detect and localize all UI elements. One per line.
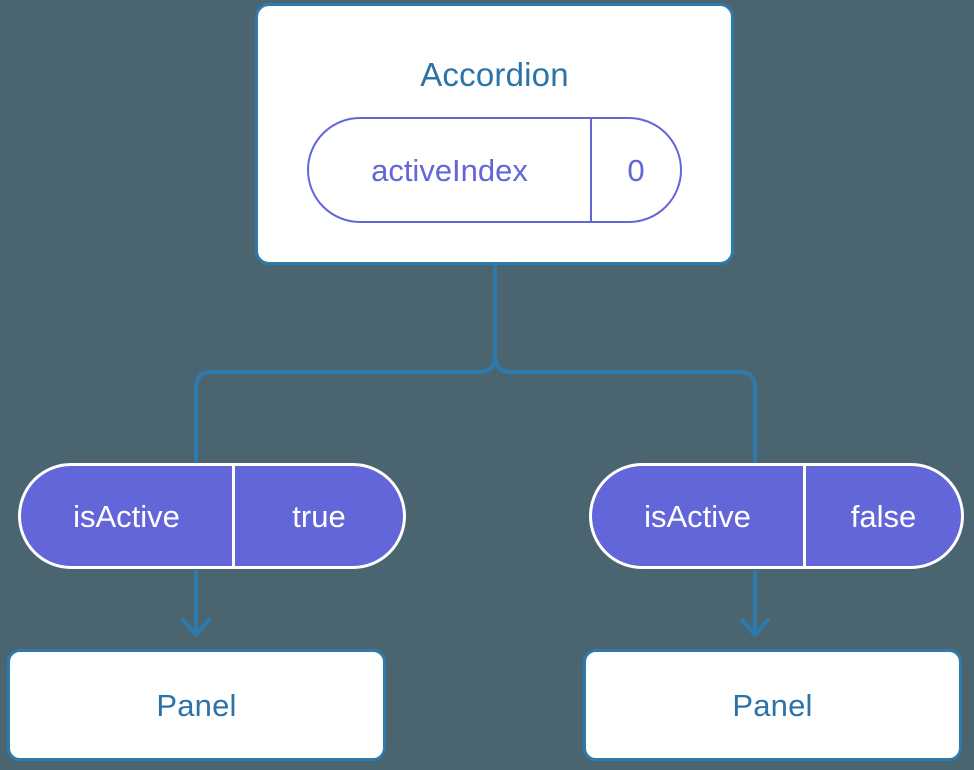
prop-key-active-index: activeIndex (309, 119, 592, 221)
prop-value-is-active-true: true (292, 498, 346, 534)
prop-key-is-active-true: isActive (21, 466, 235, 566)
tree-connector-left-branch (194, 354, 497, 465)
arrow-right-head (740, 618, 770, 637)
component-card-panel-left[interactable]: Panel (7, 649, 386, 761)
prop-value-active-index: 0 (627, 152, 645, 188)
prop-pill-is-active-true[interactable]: isActive true (18, 463, 406, 569)
prop-pill-is-active-false[interactable]: isActive false (589, 463, 964, 569)
prop-pill-active-index[interactable]: activeIndex 0 (307, 117, 682, 223)
tree-connector-right-branch (493, 354, 757, 465)
component-title-accordion: Accordion (420, 56, 569, 93)
component-title-panel-left: Panel (156, 687, 237, 723)
arrow-left-head (181, 618, 211, 637)
component-title-panel-right: Panel (732, 687, 813, 723)
prop-value-is-active-false: false (850, 498, 917, 534)
component-card-panel-right[interactable]: Panel (583, 649, 962, 761)
prop-key-is-active-false: isActive (592, 466, 806, 566)
